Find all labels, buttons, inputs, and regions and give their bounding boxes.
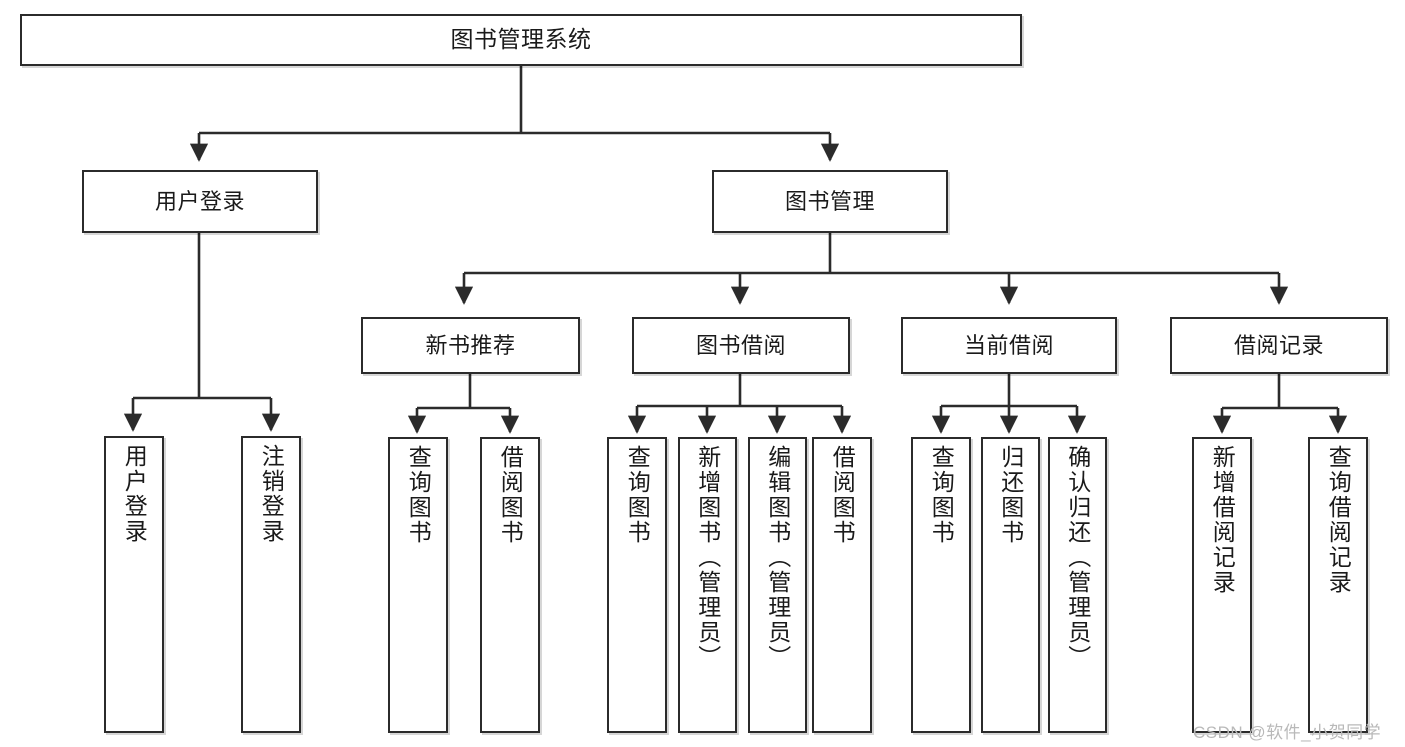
node-label: 图书借阅 [695, 332, 786, 358]
leaf-return-book[interactable]: 归还图书 [981, 437, 1040, 733]
node-label: 借阅图书 [829, 445, 856, 545]
node-label: 当前借阅 [963, 332, 1054, 358]
leaf-borrow-book-borrow[interactable]: 借阅图书 [812, 437, 872, 733]
leaf-user-login[interactable]: 用户登录 [104, 436, 164, 733]
node-book-management[interactable]: 图书管理 [712, 170, 948, 233]
leaf-edit-book-admin[interactable]: 编辑图书（管理员） [748, 437, 807, 733]
leaf-add-borrow-record[interactable]: 新增借阅记录 [1192, 437, 1252, 733]
node-borrow-record[interactable]: 借阅记录 [1170, 317, 1388, 374]
node-label: 图书管理系统 [450, 26, 592, 53]
leaf-add-book-admin[interactable]: 新增图书（管理员） [678, 437, 737, 733]
leaf-query-book-recommend[interactable]: 查询图书 [388, 437, 448, 733]
leaf-query-book-borrow[interactable]: 查询图书 [607, 437, 667, 733]
node-label: 借阅图书 [497, 445, 524, 545]
node-label: 新增借阅记录 [1209, 445, 1236, 595]
leaf-query-book-current[interactable]: 查询图书 [911, 437, 971, 733]
node-label: 查询借阅记录 [1325, 445, 1352, 595]
node-label: 用户登录 [121, 444, 148, 544]
node-label: 注销登录 [258, 444, 285, 544]
node-label: 新书推荐 [425, 332, 516, 358]
leaf-query-borrow-record[interactable]: 查询借阅记录 [1308, 437, 1368, 733]
node-label: 查询图书 [928, 445, 955, 545]
node-label: 借阅记录 [1233, 332, 1324, 358]
csdn-watermark: CSDN @软件_小贺同学 [1193, 723, 1382, 742]
node-label: 编辑图书（管理员） [764, 445, 791, 670]
node-label: 新增图书（管理员） [694, 445, 721, 670]
node-user-login[interactable]: 用户登录 [82, 170, 318, 233]
leaf-borrow-book-recommend[interactable]: 借阅图书 [480, 437, 540, 733]
leaf-logout-login[interactable]: 注销登录 [241, 436, 301, 733]
node-root-book-management-system[interactable]: 图书管理系统 [20, 14, 1022, 66]
node-current-borrow[interactable]: 当前借阅 [901, 317, 1117, 374]
node-label: 查询图书 [624, 445, 651, 545]
node-book-borrow[interactable]: 图书借阅 [632, 317, 850, 374]
node-label: 查询图书 [405, 445, 432, 545]
node-label: 确认归还（管理员） [1064, 445, 1091, 670]
node-label: 归还图书 [997, 445, 1024, 545]
node-new-book-recommend[interactable]: 新书推荐 [361, 317, 580, 374]
leaf-confirm-return-admin[interactable]: 确认归还（管理员） [1048, 437, 1107, 733]
node-label: 图书管理 [784, 188, 875, 214]
node-label: 用户登录 [154, 188, 245, 214]
